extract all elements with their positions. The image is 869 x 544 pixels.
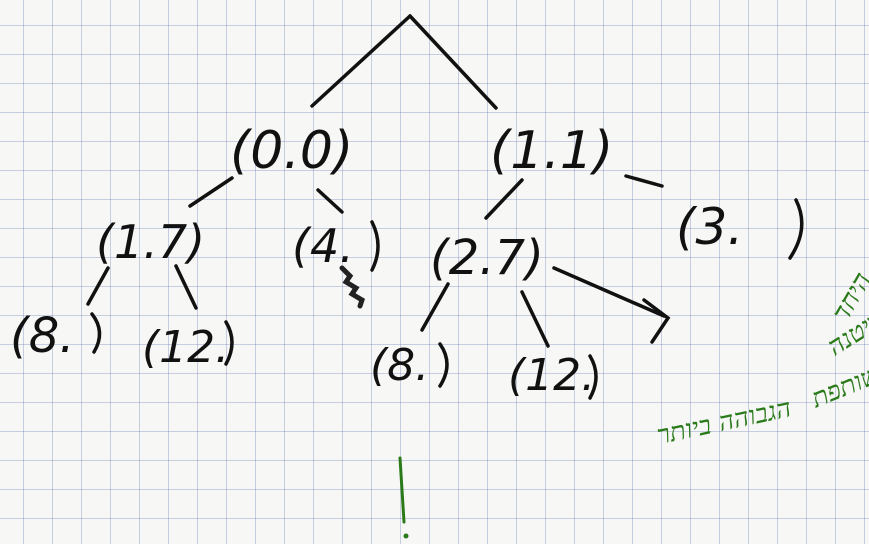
- node-1-1: (1.1): [490, 121, 613, 181]
- node-1-7: (1.7): [96, 215, 205, 269]
- arrow-head: [642, 298, 671, 344]
- node-8-left: (8.: [10, 308, 75, 364]
- paren-close-8-right: [438, 342, 449, 388]
- scribble-mark: [339, 265, 366, 309]
- paren-close-3: [788, 198, 804, 260]
- note-line-4: הגבוהה ביותר: [654, 393, 794, 451]
- edge-11-3: [624, 174, 664, 188]
- edge-11-27: [484, 178, 524, 220]
- edge-root-left: [310, 14, 412, 108]
- edge-root-right: [408, 14, 498, 110]
- node-3: (3.: [676, 198, 743, 256]
- tree-nodes: (0.0) (1.1) (1.7) (4. (2.7) (3. (8. (12.…: [10, 121, 743, 401]
- edge-00-17: [188, 176, 234, 208]
- paren-close-8-left: [90, 312, 102, 354]
- node-0-0: (0.0): [230, 121, 353, 181]
- node-8-right: (8.: [370, 340, 429, 391]
- paren-close-12-right: [588, 354, 598, 400]
- handwritten-note: היחד מהמריטנה המשותפת הגבוהה ביותר: [398, 267, 869, 539]
- edge-00-4: [316, 188, 344, 214]
- edge-17-8: [86, 266, 110, 306]
- closing-parens: [90, 198, 804, 400]
- node-12-left: (12.: [142, 322, 229, 373]
- paren-close-12-left: [224, 320, 234, 366]
- tree-edges: [86, 14, 671, 348]
- edge-27-arrow: [552, 266, 666, 318]
- edge-17-12: [174, 264, 198, 310]
- node-12-right: (12.: [508, 350, 595, 401]
- paren-close-4: [370, 220, 380, 272]
- note-exclamation-dot: [403, 533, 409, 539]
- edge-27-12: [520, 290, 550, 348]
- node-4: (4.: [292, 219, 354, 273]
- edge-27-8: [420, 282, 450, 332]
- node-2-7: (2.7): [430, 230, 544, 286]
- note-exclamation: [398, 456, 406, 524]
